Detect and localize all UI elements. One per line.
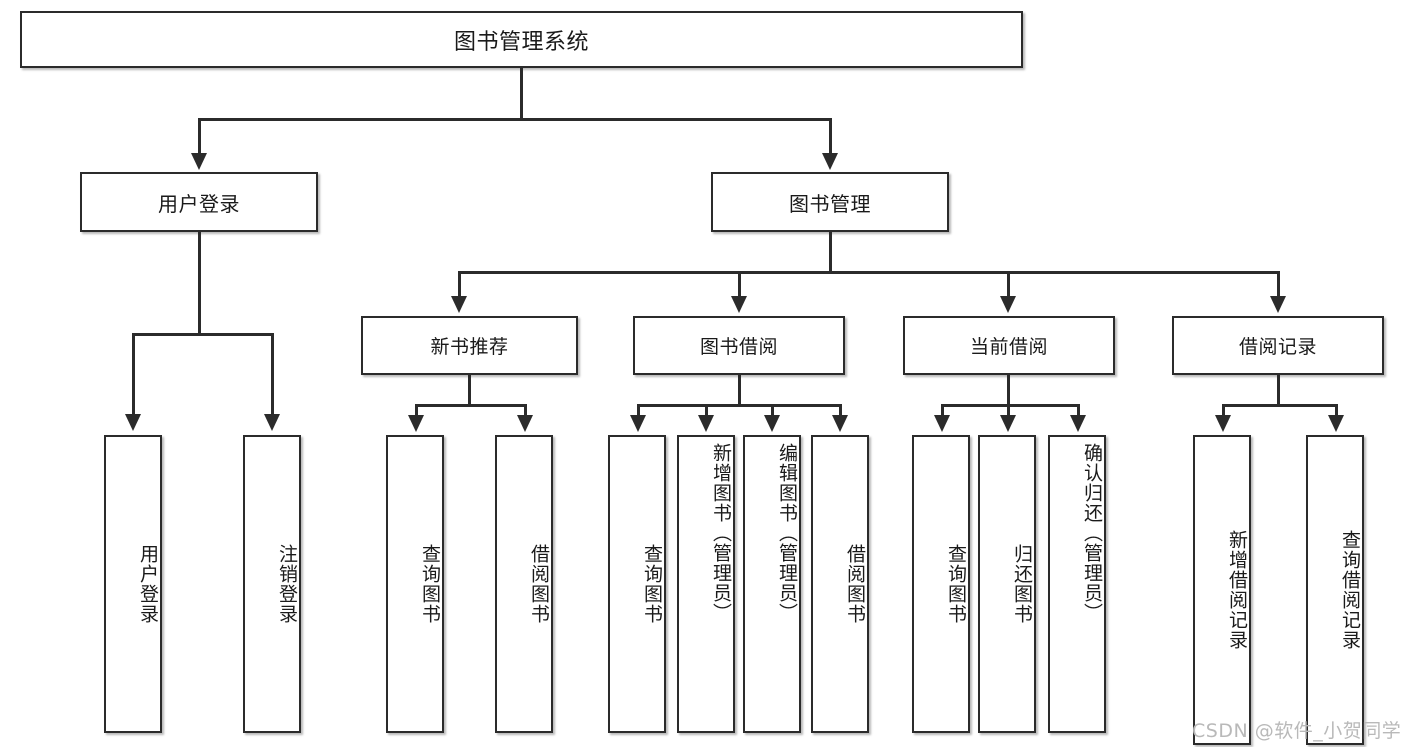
connector-new-book-rec-trunk bbox=[468, 375, 471, 407]
connector-drop-query-book-3 bbox=[941, 404, 944, 418]
leaf-query-book-1[interactable]: 查询图书 bbox=[386, 435, 444, 733]
watermark-text: CSDN @软件_小贺同学 bbox=[1192, 720, 1402, 742]
leaf-label: 借阅图书 bbox=[528, 544, 550, 624]
connector-book-borrow-trunk bbox=[738, 375, 741, 407]
leaf-label: 确认归还（管理员） bbox=[1081, 443, 1103, 623]
arrowhead-leaf-user-login bbox=[125, 414, 141, 431]
arrowhead-current-borrow bbox=[1000, 296, 1016, 313]
leaf-label: 编辑图书（管理员） bbox=[776, 443, 798, 623]
node-user-login[interactable]: 用户登录 bbox=[80, 172, 318, 232]
arrowhead-borrow-record bbox=[1270, 296, 1286, 313]
arrowhead-query-book-1 bbox=[408, 415, 424, 432]
leaf-add-record[interactable]: 新增借阅记录 bbox=[1193, 435, 1251, 745]
node-current-borrow[interactable]: 当前借阅 bbox=[903, 316, 1115, 375]
leaf-label: 归还图书 bbox=[1011, 544, 1033, 624]
leaf-label: 查询借阅记录 bbox=[1339, 530, 1361, 650]
connector-drop-edit-book bbox=[771, 404, 774, 418]
leaf-label: 注销登录 bbox=[276, 544, 298, 624]
connector-drop-query-book-2 bbox=[637, 404, 640, 418]
leaf-query-book-2[interactable]: 查询图书 bbox=[608, 435, 666, 733]
connector-current-borrow-trunk bbox=[1007, 375, 1010, 407]
arrowhead-borrow-book-1 bbox=[517, 415, 533, 432]
connector-root-trunk bbox=[520, 68, 523, 120]
arrowhead-new-book-rec bbox=[451, 296, 467, 313]
node-label: 当前借阅 bbox=[969, 336, 1048, 358]
connector-book-manage-trunk bbox=[829, 232, 832, 274]
connector-drop-borrow-book-2 bbox=[839, 404, 842, 418]
leaf-label: 新增图书（管理员） bbox=[710, 443, 732, 623]
arrowhead-book-manage bbox=[822, 153, 838, 170]
node-root-system[interactable]: 图书管理系统 bbox=[20, 11, 1023, 68]
leaf-label: 查询图书 bbox=[419, 544, 441, 624]
connector-drop-leaf-user-login bbox=[132, 333, 135, 417]
connector-new-book-rec-bus bbox=[415, 404, 527, 407]
connector-root-bus bbox=[198, 118, 832, 121]
leaf-borrow-book-1[interactable]: 借阅图书 bbox=[495, 435, 553, 733]
node-label: 新书推荐 bbox=[430, 336, 509, 358]
node-label: 图书管理系统 bbox=[453, 29, 589, 55]
leaf-label: 借阅图书 bbox=[844, 544, 866, 624]
node-label: 图书借阅 bbox=[699, 336, 778, 358]
arrowhead-confirm-return bbox=[1070, 415, 1086, 432]
arrowhead-user-login bbox=[191, 153, 207, 170]
leaf-query-record[interactable]: 查询借阅记录 bbox=[1306, 435, 1364, 745]
connector-current-borrow-bus bbox=[941, 404, 1080, 407]
arrowhead-query-book-3 bbox=[934, 415, 950, 432]
connector-borrow-record-bus bbox=[1222, 404, 1338, 407]
connector-borrow-record-trunk bbox=[1277, 375, 1280, 407]
leaf-user-login[interactable]: 用户登录 bbox=[104, 435, 162, 733]
connector-book-manage-bus bbox=[458, 271, 1280, 274]
arrowhead-edit-book bbox=[764, 415, 780, 432]
leaf-return-book[interactable]: 归还图书 bbox=[978, 435, 1036, 733]
leaf-add-book[interactable]: 新增图书（管理员） bbox=[677, 435, 735, 733]
connector-user-login-bus bbox=[132, 333, 274, 336]
arrowhead-query-book-2 bbox=[630, 415, 646, 432]
node-new-book-rec[interactable]: 新书推荐 bbox=[361, 316, 578, 375]
leaf-confirm-return[interactable]: 确认归还（管理员） bbox=[1048, 435, 1106, 733]
arrowhead-query-record bbox=[1328, 415, 1344, 432]
leaf-label: 查询图书 bbox=[945, 544, 967, 624]
leaf-query-book-3[interactable]: 查询图书 bbox=[912, 435, 970, 733]
connector-drop-add-book bbox=[705, 404, 708, 418]
node-book-manage[interactable]: 图书管理 bbox=[711, 172, 949, 232]
node-label: 图书管理 bbox=[789, 191, 871, 216]
leaf-borrow-book-2[interactable]: 借阅图书 bbox=[811, 435, 869, 733]
node-label: 用户登录 bbox=[158, 191, 240, 216]
node-book-borrow[interactable]: 图书借阅 bbox=[633, 316, 845, 375]
connector-drop-borrow-book-1 bbox=[524, 404, 527, 418]
arrowhead-borrow-book-2 bbox=[832, 415, 848, 432]
node-label: 借阅记录 bbox=[1238, 336, 1317, 358]
connector-drop-confirm-return bbox=[1077, 404, 1080, 418]
arrowhead-add-book bbox=[698, 415, 714, 432]
leaf-edit-book[interactable]: 编辑图书（管理员） bbox=[743, 435, 801, 733]
connector-drop-user-login bbox=[198, 118, 201, 156]
arrowhead-add-record bbox=[1215, 415, 1231, 432]
connector-drop-query-record bbox=[1335, 404, 1338, 418]
connector-drop-borrow-record bbox=[1277, 271, 1280, 298]
connector-drop-return-book bbox=[1007, 404, 1010, 418]
arrowhead-return-book bbox=[1000, 415, 1016, 432]
connector-drop-add-record bbox=[1222, 404, 1225, 418]
leaf-label: 新增借阅记录 bbox=[1226, 530, 1248, 650]
connector-book-borrow-bus bbox=[637, 404, 841, 407]
connector-drop-new-book-rec bbox=[458, 271, 461, 298]
arrowhead-book-borrow bbox=[731, 296, 747, 313]
connector-drop-query-book-1 bbox=[415, 404, 418, 418]
leaf-logout[interactable]: 注销登录 bbox=[243, 435, 301, 733]
connector-drop-current-borrow bbox=[1007, 271, 1010, 298]
leaf-label: 查询图书 bbox=[641, 544, 663, 624]
leaf-label: 用户登录 bbox=[137, 544, 159, 624]
arrowhead-leaf-logout bbox=[264, 414, 280, 431]
connector-drop-book-borrow bbox=[738, 271, 741, 298]
connector-drop-book-manage bbox=[829, 118, 832, 156]
connector-user-login-trunk bbox=[198, 232, 201, 336]
connector-drop-leaf-logout bbox=[271, 333, 274, 417]
node-borrow-record[interactable]: 借阅记录 bbox=[1172, 316, 1384, 375]
